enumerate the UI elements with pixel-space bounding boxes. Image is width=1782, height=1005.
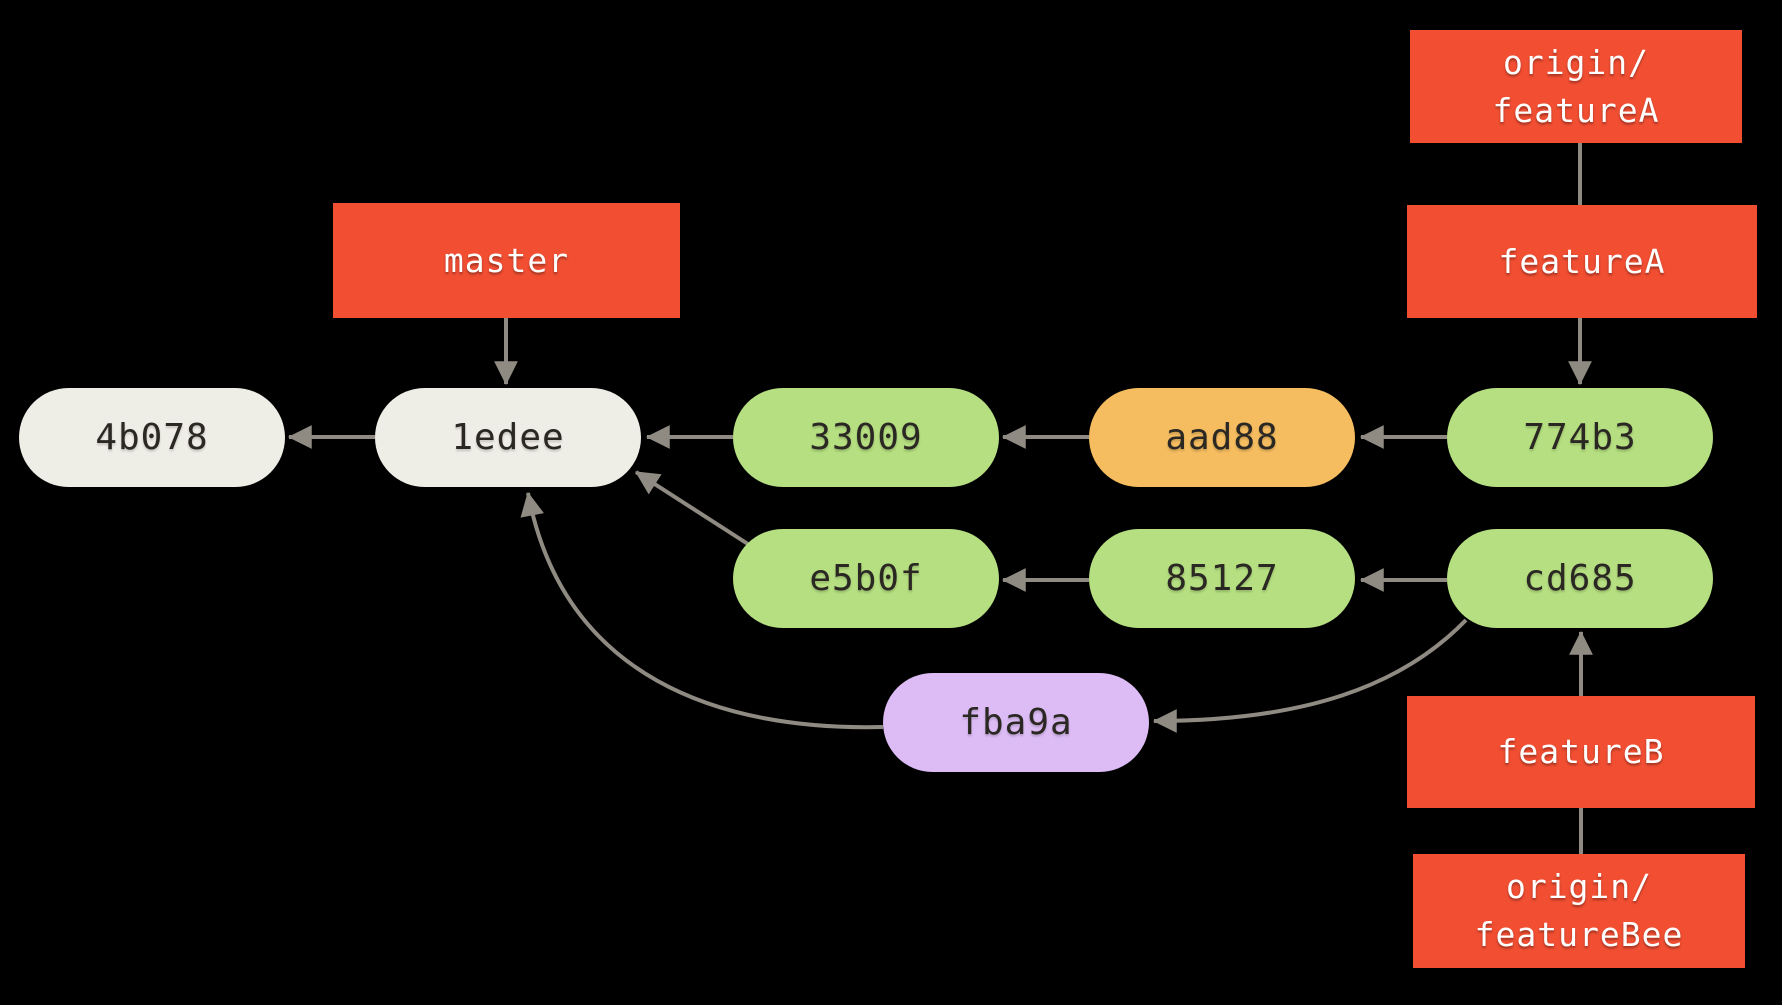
branch-label-master: master (333, 203, 680, 318)
commit-node-4b078: 4b078 (19, 388, 285, 487)
edge-fba9a-to-1edee (520, 491, 884, 730)
edge-e5b0f-to-1edee (634, 470, 753, 548)
branch-label-origin-featureBee: origin/ featureBee (1413, 854, 1745, 968)
commit-node-aad88: aad88 (1089, 388, 1355, 487)
commit-node-85127: 85127 (1089, 529, 1355, 628)
branch-label-origin-featureA: origin/ featureA (1410, 30, 1742, 143)
commit-node-cd685: cd685 (1447, 529, 1713, 628)
commit-node-e5b0f: e5b0f (733, 529, 999, 628)
branch-label-featureA: featureA (1407, 205, 1757, 318)
branch-label-featureB: featureB (1407, 696, 1755, 808)
commit-node-fba9a: fba9a (883, 673, 1149, 772)
commit-node-774b3: 774b3 (1447, 388, 1713, 487)
commit-node-33009: 33009 (733, 388, 999, 487)
edge-cd685-to-fba9a (1152, 618, 1468, 733)
commit-node-1edee: 1edee (375, 388, 641, 487)
